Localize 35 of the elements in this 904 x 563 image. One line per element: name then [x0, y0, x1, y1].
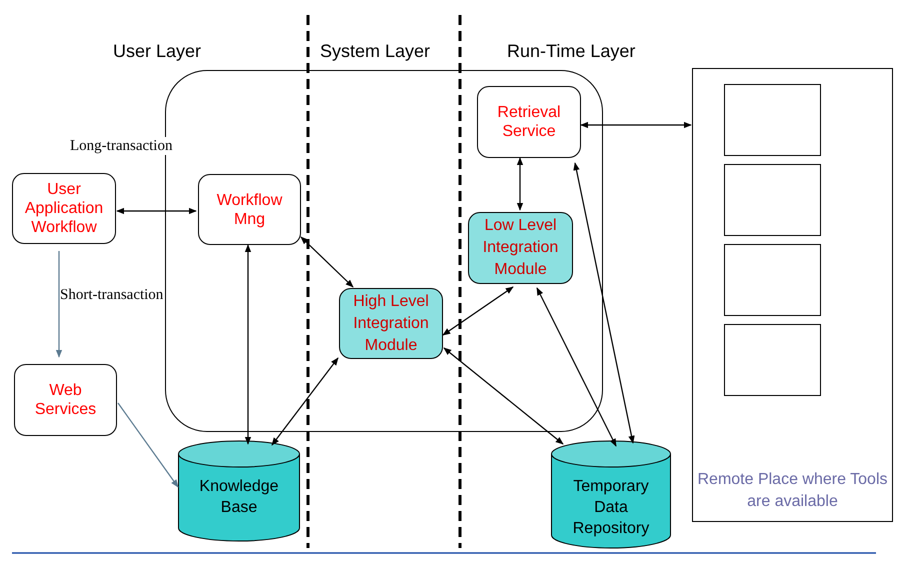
node-label: Retrieval Service: [496, 103, 562, 141]
arrow: [580, 122, 692, 128]
process-box: [12, 173, 116, 244]
node-label: Knowledge Base: [198, 477, 280, 518]
database-cylinder: [551, 440, 671, 549]
remote-panel: [692, 68, 893, 522]
edge-label: Long-transaction: [70, 137, 172, 155]
arrow: [536, 287, 617, 447]
module-box: [468, 212, 573, 284]
node-label: Low Level Integration Module: [482, 216, 560, 280]
arrow: [118, 402, 178, 488]
process-box: [477, 86, 581, 158]
tool-box: [724, 84, 821, 156]
arrow: [573, 162, 635, 444]
node-label: Temporary Data Repository: [572, 477, 650, 539]
tool-box: [724, 164, 821, 236]
arrow: [116, 208, 197, 214]
arrow: [244, 244, 252, 445]
arrow: [300, 236, 354, 288]
arrow: [56, 251, 62, 358]
arrow: [272, 357, 338, 446]
tool-box: [724, 324, 821, 396]
node-label: Workflow Mng: [216, 190, 284, 228]
module-box: [339, 288, 443, 359]
node-label: User Application Workflow: [24, 180, 104, 237]
arrow: [442, 286, 514, 336]
arrow: [443, 348, 564, 444]
node-label: Remote Place where Tools are available: [696, 470, 889, 512]
database-cylinder: [178, 440, 300, 542]
tool-box: [724, 244, 821, 316]
arrow: [516, 157, 524, 211]
node-label: Web Services: [34, 381, 98, 419]
node-label: High Level Integration Module: [352, 292, 430, 356]
process-box: [198, 174, 301, 245]
process-box: [14, 364, 117, 436]
